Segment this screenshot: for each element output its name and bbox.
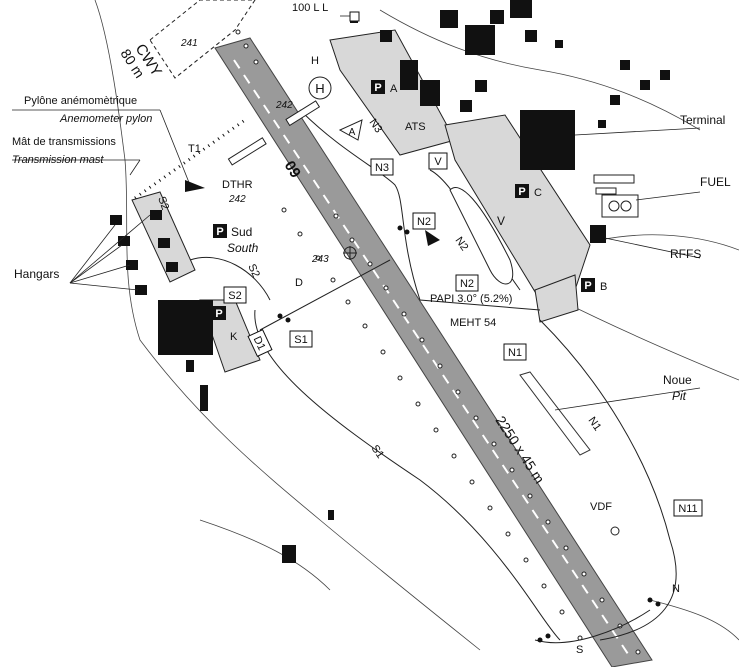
box-s2: S2 [223,286,247,304]
triangle-a-label: A [349,127,356,138]
box-n2-lower: N2 [455,274,479,292]
svg-text:V: V [434,156,442,168]
fuel-depot [601,194,639,218]
noue-pit [519,371,591,456]
svg-text:N2: N2 [417,216,431,228]
label-s2-apron: S2 [155,195,171,212]
svg-text:N3: N3 [375,162,389,174]
label-d: D [295,277,303,289]
svg-text:P: P [216,226,223,238]
clearway-area [149,0,256,79]
label-mast-fr: Mât de transmissions [12,136,116,148]
label-pylon-en: Anemometer pylon [59,113,152,125]
arp-crosshair [343,246,357,260]
parking-badges: P A P C P B P P [212,80,607,320]
label-s1: S1 [369,443,387,461]
label-meht: MEHT 54 [450,317,496,329]
fuel-area [593,174,635,195]
holding-positions [277,225,661,643]
buildings [110,0,670,563]
label-rffs: RFFS [670,247,701,261]
svg-text:N11: N11 [678,503,697,515]
label-elev-243: 243 [311,254,329,265]
label-t1: T1 [188,143,201,155]
label-hangars: Hangars [14,267,59,281]
label-sud-en: South [227,241,259,255]
svg-text:N2: N2 [460,278,474,290]
svg-text:N1: N1 [508,347,522,359]
svg-text:P: P [584,280,591,292]
label-h: H [311,55,319,67]
label-ats: ATS [405,121,426,133]
box-s1: S1 [289,330,313,348]
terrain-lines [94,0,739,651]
label-v: V [497,214,505,228]
heliport-label: H [315,81,324,96]
parking-c: P C [515,184,542,199]
windsock [185,180,205,192]
label-s: S [576,644,583,656]
label-noue-fr: Noue [663,373,692,387]
parking-sud: P [213,224,227,238]
label-sud-fr: Sud [231,225,252,239]
box-n2-upper: N2 [412,212,436,230]
label-fuel: FUEL [700,175,731,189]
svg-text:B: B [600,281,607,293]
parking-b: P B [581,278,607,293]
map-labels: 100 L L CWY 80 m 241 242 243 Pylône aném… [12,2,731,656]
vdf-station [610,526,620,536]
label-n2: N2 [453,235,471,253]
label-100ll: 100 L L [292,2,328,14]
svg-text:C: C [534,187,542,199]
label-s2-taxiway: S2 [245,262,262,279]
label-dthr: DTHR [222,179,253,191]
label-terminal: Terminal [680,113,725,127]
box-n3: N3 [370,158,394,176]
taxiway-boxes: N3 V N2 N2 N1 N11 S2 S1 D1 [223,152,703,517]
leader-lines [12,15,701,411]
papi-lights [425,230,440,246]
label-noue-en: Pit [672,389,687,403]
box-d1: D1 [247,328,273,358]
label-n1: N1 [586,415,604,433]
box-v: V [428,152,448,170]
parking-a: P A [371,80,398,95]
taxiways [189,109,677,644]
box-n11: N11 [673,499,703,517]
svg-text:D1: D1 [251,335,268,353]
fuel-100ll-marker [349,11,360,22]
runway-designator: 09 [281,158,304,181]
runway-centerline [233,59,633,661]
label-mast-en: Transmission mast [12,154,104,166]
svg-text:P: P [374,82,381,94]
svg-text:S1: S1 [294,334,307,346]
label-n: N [672,583,680,595]
taxiway-v-loop [449,187,514,285]
label-elev-242-top: 242 [275,100,293,111]
runway-edge-lights [235,29,641,655]
svg-text:A: A [390,83,398,95]
glide-bar [285,100,321,127]
label-k: K [230,331,238,343]
parking-k: P [212,306,226,320]
label-dthr-elev: 242 [228,194,246,205]
box-n1: N1 [503,343,527,361]
svg-text:P: P [215,308,222,320]
triangle-a-marker [338,119,363,141]
svg-text:S2: S2 [228,290,241,302]
label-papi: PAPI 3.0° (5.2%) [430,293,512,305]
svg-text:P: P [518,186,525,198]
dthr-bar [227,137,267,166]
label-elev-241: 241 [180,38,198,49]
heliport [308,76,332,100]
label-vdf: VDF [590,501,612,513]
label-pylon-fr: Pylône anémomètrique [24,95,137,107]
